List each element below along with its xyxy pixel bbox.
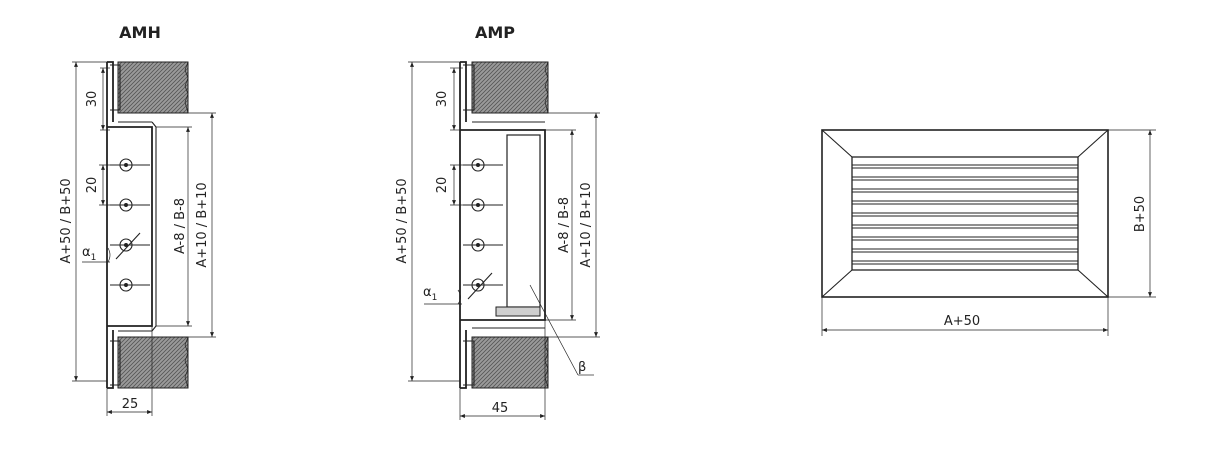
front-dim-width: A+50: [821, 297, 1109, 336]
front-dim-height: B+50: [1108, 129, 1156, 298]
amp-dim-pitch: 20: [435, 164, 470, 206]
amp-blades: [463, 158, 503, 300]
amh-title: AMH: [119, 23, 161, 42]
amh-blades: [110, 158, 150, 292]
amh-dim-angle: α1: [82, 245, 111, 263]
amh-dim-top-label: 30: [85, 91, 100, 108]
amp-dim-depth-label: 45: [492, 401, 509, 416]
amh-dim-opening: A+10 / B+10: [188, 112, 216, 338]
amp-dim-inner: A-8 / B-8: [545, 129, 576, 321]
amp-dim-damper: β: [529, 284, 594, 376]
amh-dim-angle-label: α1: [82, 245, 96, 263]
amp-dim-pitch-label: 20: [435, 177, 450, 194]
amh-section-view: AMH A+50 / B+50: [59, 23, 216, 416]
amp-dim-damper-label: β: [578, 360, 586, 375]
front-inner-frame: [851, 156, 1079, 271]
amh-dim-inner: A-8 / B-8: [156, 126, 192, 327]
front-blades: [852, 164, 1078, 265]
amp-damper: [506, 134, 541, 308]
amh-frame: [106, 61, 114, 389]
front-dim-height-label: B+50: [1133, 196, 1148, 232]
amp-grille-body: [460, 129, 546, 321]
amh-wall-top: [117, 61, 189, 114]
amh-grille-body: [107, 126, 153, 327]
amp-title: AMP: [475, 23, 515, 42]
amp-blade: [463, 238, 503, 252]
amh-dim-depth-label: 25: [122, 397, 139, 412]
amp-dim-overall-label: A+50 / B+50: [395, 178, 410, 263]
amp-dim-overall: A+50 / B+50: [395, 61, 460, 382]
amh-blade: [110, 278, 150, 292]
amp-frame: [459, 61, 467, 389]
amp-dim-opening-label: A+10 / B+10: [579, 182, 594, 267]
amp-blade: [463, 272, 503, 300]
amh-blade: [110, 232, 150, 260]
amp-dim-depth: 45: [459, 320, 546, 420]
amh-dim-overall-label: A+50 / B+50: [59, 178, 74, 263]
amh-dim-depth: 25: [106, 326, 153, 416]
amp-wall-top: [471, 61, 549, 114]
amp-dim-top-label: 30: [435, 91, 450, 108]
amp-dim-top: 30: [435, 67, 463, 131]
front-outer-frame: [821, 129, 1109, 298]
front-view: B+50 A+50: [821, 129, 1156, 336]
amh-dim-overall: A+50 / B+50: [59, 61, 107, 382]
amh-wall-bottom: [117, 336, 189, 389]
amp-wall-bottom: [471, 336, 549, 389]
amh-dim-opening-label: A+10 / B+10: [195, 182, 210, 267]
amh-dim-pitch: 20: [85, 164, 118, 206]
amp-dim-angle: α1: [423, 285, 462, 305]
amp-dim-opening: A+10 / B+10: [548, 112, 600, 338]
amp-dim-angle-label: α1: [423, 285, 437, 303]
amh-dim-inner-label: A-8 / B-8: [173, 198, 188, 254]
amh-dim-pitch-label: 20: [85, 177, 100, 194]
front-dim-width-label: A+50: [944, 314, 980, 329]
amp-dim-inner-label: A-8 / B-8: [557, 197, 572, 253]
amh-dim-top: 30: [85, 67, 110, 131]
amp-section-view: AMP A+50 / B+50 30: [395, 23, 600, 420]
